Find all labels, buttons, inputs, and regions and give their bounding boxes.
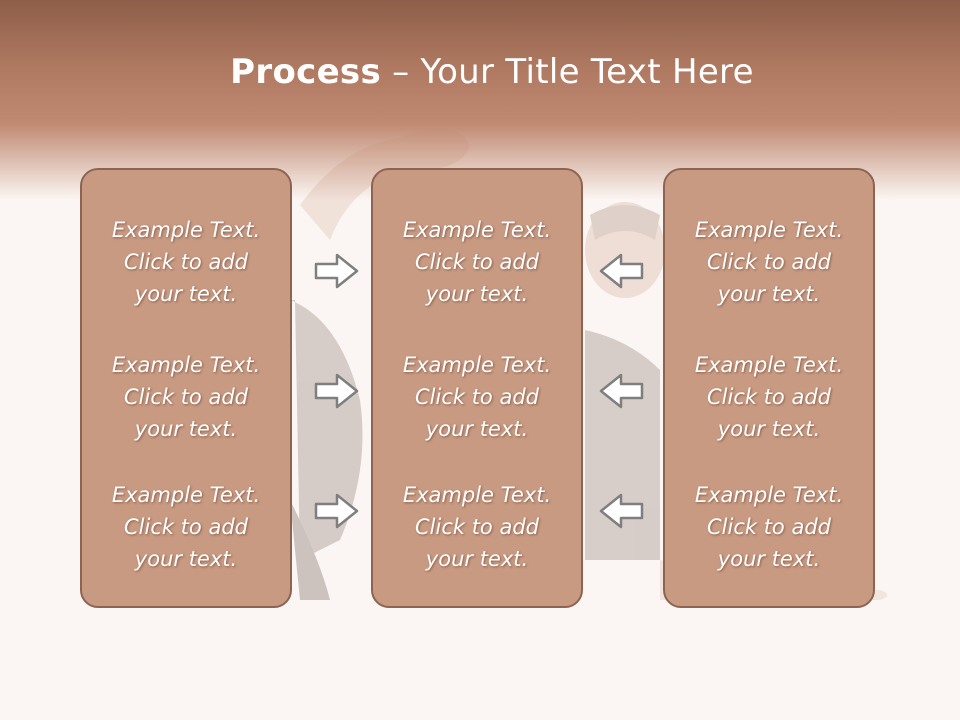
text-line: your text. (717, 417, 821, 441)
arrow-left-icon (599, 253, 644, 289)
text-line: your text. (425, 547, 529, 571)
text-line: your text. (717, 547, 821, 571)
arrow-right-icon (314, 373, 359, 409)
text-line: your text. (134, 417, 238, 441)
arrow-right-icon (314, 253, 359, 289)
arrow-left-icon (599, 493, 644, 529)
text-line: Example Text. (111, 483, 261, 507)
text-line: Example Text. (402, 483, 552, 507)
text-line: Click to add (123, 515, 248, 539)
text-line: your text. (425, 417, 529, 441)
column-left[interactable]: Example Text. Click to add your text. Ex… (80, 168, 292, 608)
text-line: Click to add (706, 250, 831, 274)
text-line: Example Text. (694, 483, 844, 507)
text-line: Example Text. (694, 218, 844, 242)
text-line: Click to add (414, 515, 539, 539)
header-band (0, 0, 960, 200)
text-line: Click to add (706, 385, 831, 409)
arrow-left-icon (599, 373, 644, 409)
column-right[interactable]: Example Text. Click to add your text. Ex… (663, 168, 875, 608)
slide-title[interactable]: Process – Your Title Text Here (0, 52, 960, 92)
title-rest: – Your Title Text Here (381, 52, 754, 92)
text-block[interactable]: Example Text. Click to add your text. (373, 214, 581, 310)
text-line: your text. (134, 282, 238, 306)
text-block[interactable]: Example Text. Click to add your text. (373, 349, 581, 445)
text-block[interactable]: Example Text. Click to add your text. (665, 349, 873, 445)
text-line: Example Text. (402, 353, 552, 377)
text-block[interactable]: Example Text. Click to add your text. (373, 479, 581, 575)
text-line: Click to add (706, 515, 831, 539)
column-middle[interactable]: Example Text. Click to add your text. Ex… (371, 168, 583, 608)
text-line: Click to add (414, 385, 539, 409)
text-line: Click to add (123, 250, 248, 274)
text-block[interactable]: Example Text. Click to add your text. (82, 349, 290, 445)
text-line: your text. (425, 282, 529, 306)
text-block[interactable]: Example Text. Click to add your text. (665, 479, 873, 575)
text-line: your text. (134, 547, 238, 571)
arrow-right-icon (314, 493, 359, 529)
text-block[interactable]: Example Text. Click to add your text. (665, 214, 873, 310)
text-block[interactable]: Example Text. Click to add your text. (82, 214, 290, 310)
text-line: Example Text. (111, 353, 261, 377)
text-line: Click to add (414, 250, 539, 274)
text-line: Example Text. (694, 353, 844, 377)
text-block[interactable]: Example Text. Click to add your text. (82, 479, 290, 575)
text-line: your text. (717, 282, 821, 306)
text-line: Example Text. (402, 218, 552, 242)
text-line: Click to add (123, 385, 248, 409)
text-line: Example Text. (111, 218, 261, 242)
title-bold: Process (230, 52, 382, 92)
